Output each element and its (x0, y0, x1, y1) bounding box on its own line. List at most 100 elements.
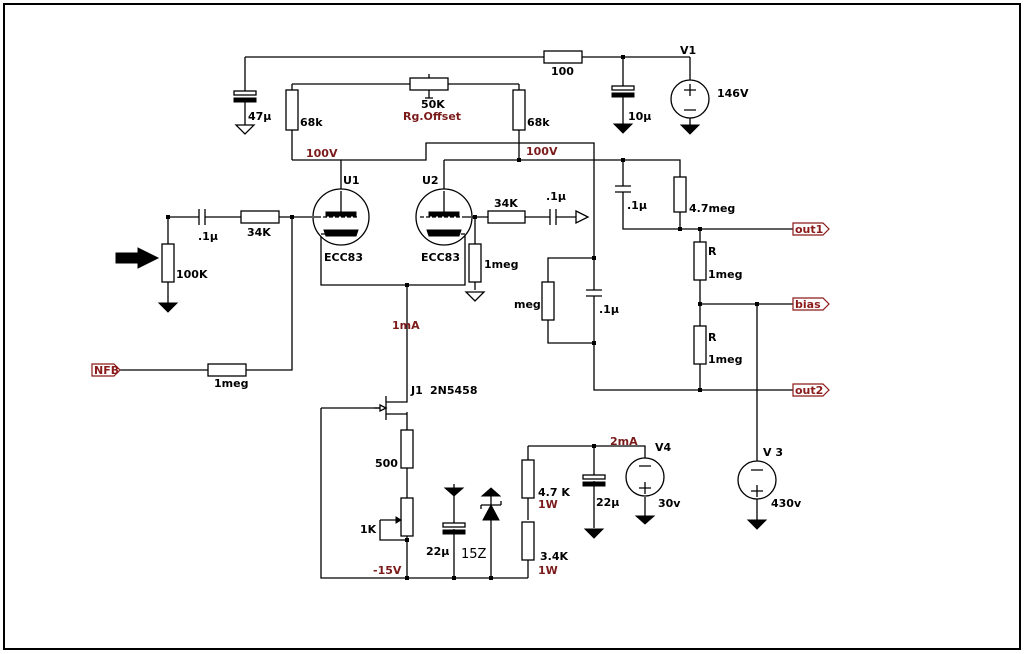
capacitor-22u-right (582, 474, 606, 487)
label-c-output: .1µ (546, 190, 566, 203)
label-j1-ref: J1 (410, 384, 423, 397)
resistor-34k-input (240, 210, 280, 224)
label-zener: 15Z (461, 547, 487, 562)
label-div-top-ref: R (708, 245, 717, 258)
label-47u: 47µ (248, 110, 271, 123)
label-34k-output: 34K (494, 197, 518, 210)
port-out1-label: out1 (795, 223, 823, 236)
label-bias-current: 2mA (610, 435, 638, 448)
label-100v-right: 100V (526, 145, 558, 158)
resistor-divider-top (693, 241, 707, 281)
label-pot-name: Rg.Offset (403, 110, 461, 123)
resistor-100k (161, 243, 175, 283)
voltage-source-v1 (670, 79, 710, 119)
label-pot-value: 50K (421, 98, 445, 111)
capacitor-47u (233, 90, 257, 103)
resistor-1meg-grid (468, 243, 482, 283)
label-r-100: 100 (551, 65, 574, 78)
voltage-source-v3 (737, 460, 777, 500)
capacitor-top-right (615, 185, 631, 193)
label-v1-value: 146V (717, 87, 749, 100)
label-c-input: .1µ (198, 230, 218, 243)
label-c-mid: .1µ (599, 303, 619, 316)
label-500: 500 (375, 457, 398, 470)
label-22u-left: 22µ (426, 545, 449, 558)
capacitor-10u (611, 85, 635, 98)
label-meg: meg (514, 298, 541, 311)
ground-icon (157, 302, 179, 313)
junction-dots (166, 55, 759, 580)
label-68k-left: 68k (300, 116, 323, 129)
label-u2-type: ECC83 (421, 251, 460, 264)
jfet-j1 (374, 384, 408, 420)
label-1meg-grid: 1meg (484, 258, 518, 271)
label-100k: 100K (176, 268, 208, 281)
label-1meg-nfb: 1meg (214, 377, 248, 390)
label-100v-left: 100V (306, 147, 338, 160)
label-34k-input: 34K (247, 226, 271, 239)
label-div-bot-ref: R (708, 331, 717, 344)
trimmer-1k (380, 497, 414, 537)
ground-icon (464, 291, 486, 302)
voltage-source-v4 (625, 457, 665, 497)
label-68k-right: 68k (527, 116, 550, 129)
label-10u: 10µ (628, 110, 651, 123)
resistor-68k-left (285, 89, 299, 131)
resistor-meg (541, 281, 555, 321)
label-4-7meg: 4.7meg (689, 202, 735, 215)
capacitor-22u-left (442, 522, 466, 535)
label-4-7k: 4.7 K (538, 486, 570, 499)
label-neg-rail: -15V (373, 564, 402, 577)
port-out1: out1 (792, 222, 830, 236)
label-1k: 1K (360, 523, 377, 536)
port-bias: bias (792, 297, 830, 311)
capacitor-mid (586, 289, 602, 297)
capacitor-output (549, 209, 557, 225)
port-bias-label: bias (795, 298, 821, 311)
ground-icon (634, 515, 656, 525)
label-tail-current: 1mA (392, 319, 420, 332)
label-22u-right: 22µ (596, 496, 619, 509)
ground-icon (583, 528, 605, 539)
resistor-divider-bottom (693, 325, 707, 365)
resistor-4-7meg (673, 176, 687, 213)
tube-u2 (415, 188, 473, 246)
wires (120, 56, 793, 579)
schematic-frame (3, 3, 1021, 650)
label-u2-ref: U2 (422, 174, 439, 187)
label-u1-type: ECC83 (324, 251, 363, 264)
resistor-4-7k (521, 459, 535, 499)
label-u1-ref: U1 (343, 174, 360, 187)
ground-icon (746, 519, 768, 530)
label-3-4k: 3.4K (540, 550, 568, 563)
resistor-34k-output (487, 210, 526, 224)
label-v3-value: 430v (771, 497, 802, 510)
ground-icon (480, 487, 502, 497)
resistor-100 (543, 50, 583, 64)
potentiometer-50k (409, 74, 449, 91)
port-nfb-label: NFB (94, 364, 119, 377)
label-div-top-val: 1meg (708, 268, 742, 281)
resistor-68k-right (512, 89, 526, 131)
resistor-1meg-nfb (207, 363, 247, 377)
port-out2-label: out2 (795, 384, 823, 397)
label-3-4k-power: 1W (538, 564, 558, 577)
resistor-500 (400, 429, 414, 469)
component-labels: 100 V1 146V 50K Rg.Offset 68k 68k 47µ 10… (176, 44, 802, 577)
ground-icon (679, 124, 701, 135)
ground-symbols (157, 110, 768, 539)
label-4-7k-power: 1W (538, 498, 558, 511)
label-v1-ref: V1 (680, 44, 696, 57)
output-terminal-icon (575, 209, 590, 225)
label-v4-ref: V4 (655, 441, 672, 454)
label-v3-ref: V 3 (763, 446, 783, 459)
label-c-top-right: .1µ (627, 199, 647, 212)
input-arrow-icon (115, 247, 160, 269)
zener-diode (480, 501, 502, 521)
label-v4-value: 30v (658, 497, 681, 510)
port-nfb: NFB (91, 363, 121, 377)
label-div-bot-val: 1meg (708, 353, 742, 366)
capacitor-input (198, 209, 206, 225)
tube-u1 (312, 188, 370, 246)
